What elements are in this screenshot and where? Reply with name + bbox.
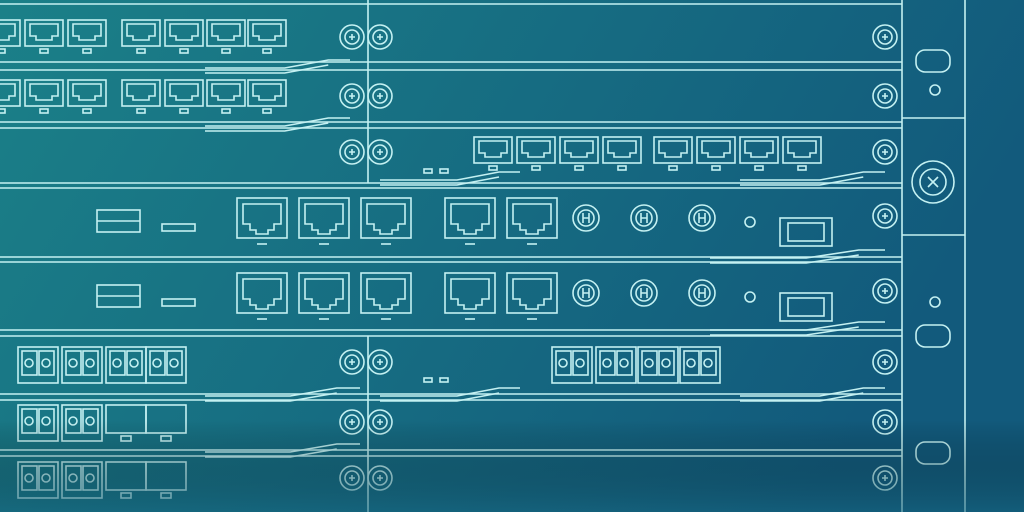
network-rack-illustration xyxy=(0,0,1024,512)
bottom-fade xyxy=(0,0,1024,512)
